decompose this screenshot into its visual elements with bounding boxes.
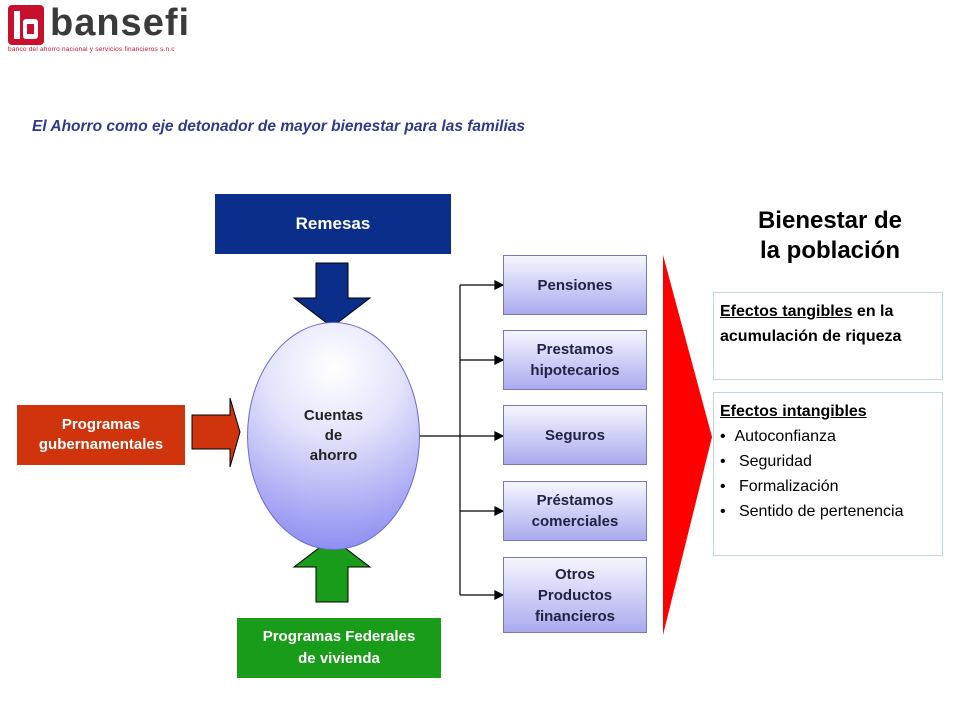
product-5-line-2: Productos — [537, 586, 613, 604]
efectos-tangibles-panel: Efectos tangibles en la acumulación de r… — [713, 292, 943, 380]
intangible-item: • Seguridad — [720, 453, 812, 470]
product-prestamos-comerciales: Préstamos comerciales — [503, 481, 647, 541]
product-5-line-1: Otros — [554, 565, 595, 583]
product-3-line-1: Seguros — [544, 426, 605, 444]
prog-fed-line-1: Programas Federales — [262, 628, 416, 645]
product-4-line-1: Préstamos — [536, 492, 614, 509]
center-line-1: Cuentas — [303, 407, 364, 424]
bansefi-logo-icon — [8, 5, 44, 45]
cuentas-de-ahorro-label: Cuentas de ahorro — [247, 406, 420, 466]
prog-gub-line-2: gubernamentales — [38, 436, 164, 453]
gubernamentales-right-arrow — [191, 397, 241, 468]
efectos-tangibles-text: en la acumulación de riqueza — [720, 303, 902, 345]
product-connectors — [420, 285, 461, 595]
logo-tagline: banco del ahorro nacional y servicios fi… — [8, 46, 175, 53]
prog-gub-line-1: Programas — [61, 416, 141, 433]
bienestar-title-line-1: Bienestar de — [757, 207, 903, 234]
intangible-item: • Formalización — [720, 478, 839, 495]
prog-fed-line-2: de vivienda — [298, 650, 380, 667]
product-2-line-2: hipotecarios — [530, 362, 620, 379]
product-1-line-1: Pensiones — [537, 276, 613, 294]
efectos-intangibles-heading: Efectos intangibles — [720, 403, 867, 420]
efectos-intangibles-panel: Efectos intangibles • Autoconfianza • Se… — [713, 392, 943, 556]
page-subtitle: El Ahorro como eje detonador de mayor bi… — [32, 118, 525, 135]
center-line-2: de — [324, 427, 343, 444]
intangible-item: • Sentido de pertenencia — [720, 503, 904, 520]
bienestar-title-line-2: la población — [759, 237, 900, 264]
center-line-3: ahorro — [309, 447, 358, 464]
remesas-down-arrow — [292, 262, 372, 328]
programas-gubernamentales-box: Programas gubernamentales — [17, 405, 185, 465]
product-5-line-3: financieros — [534, 607, 616, 625]
federales-up-arrow — [292, 537, 372, 603]
bienestar-title: Bienestar de la población — [700, 206, 960, 266]
efectos-tangibles-heading: Efectos tangibles — [720, 303, 853, 320]
product-2-line-1: Prestamos — [536, 341, 614, 358]
logo-wordmark: bansefi — [50, 2, 191, 44]
product-seguros: Seguros — [503, 405, 647, 465]
product-prestamos-hipotecarios: Prestamos hipotecarios — [503, 330, 647, 390]
bienestar-big-arrow — [663, 255, 712, 635]
cuentas-de-ahorro-ellipse — [247, 322, 420, 550]
intangible-item: • Autoconfianza — [720, 428, 836, 445]
remesas-box: Remesas — [215, 194, 451, 254]
programas-federales-box: Programas Federales de vivienda — [237, 618, 441, 678]
product-arrowheads — [460, 280, 505, 600]
product-pensiones: Pensiones — [503, 255, 647, 315]
product-4-line-2: comerciales — [531, 513, 619, 530]
